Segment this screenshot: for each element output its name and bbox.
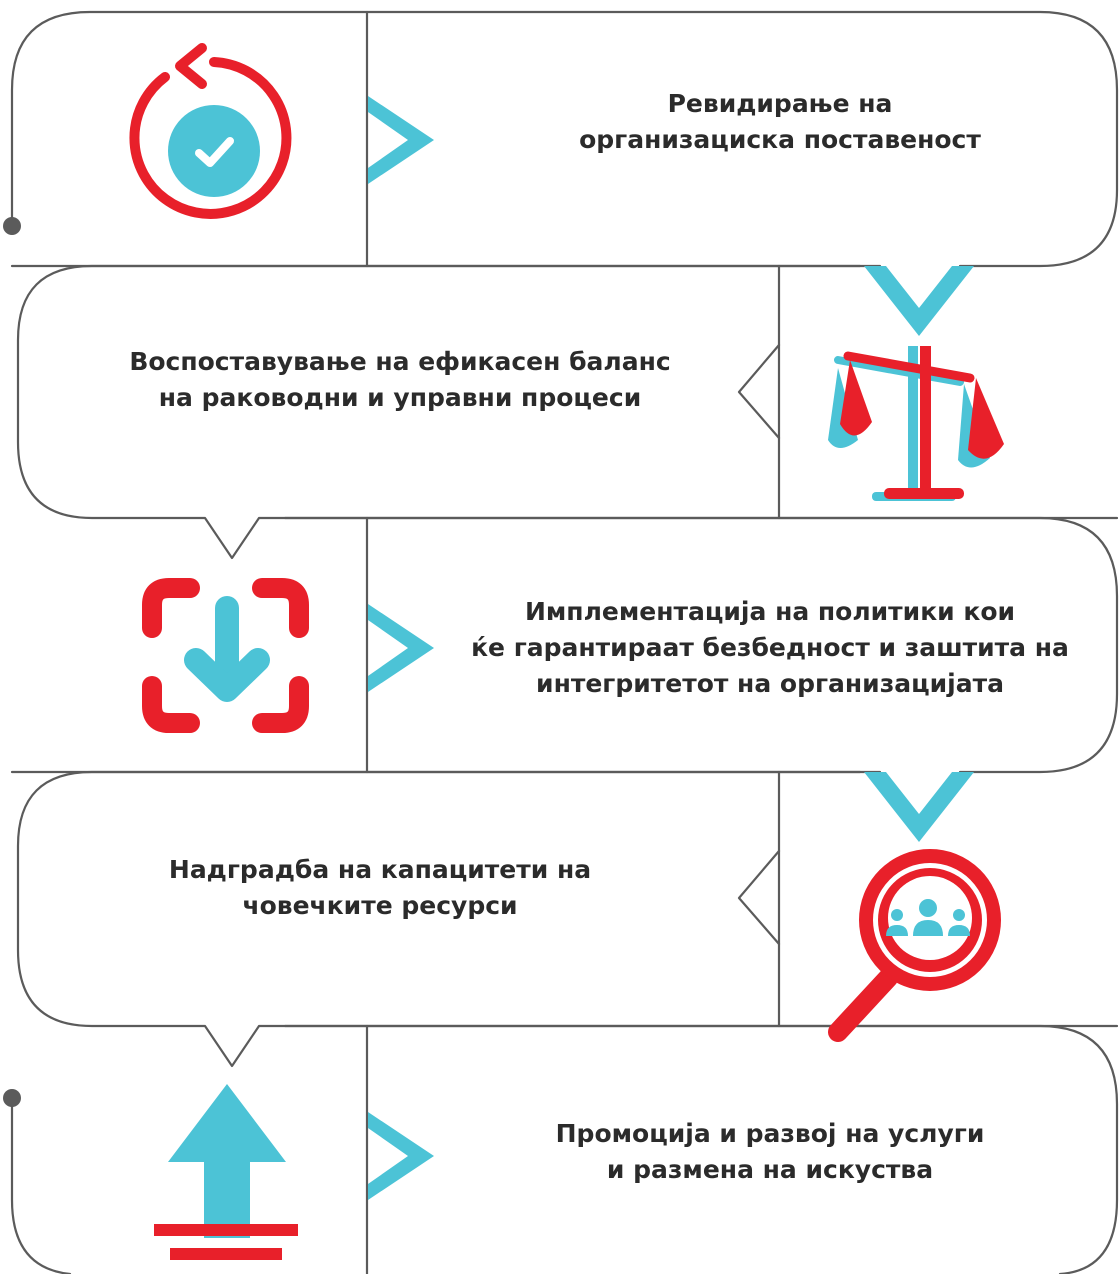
step-1-line: Ревидирање на bbox=[667, 89, 893, 118]
step-5-line: Промоција и развој на услуги bbox=[555, 1119, 985, 1148]
upload-arrow-icon bbox=[154, 1084, 298, 1260]
step-3-line: ќе гарантираат безбедност и заштита на bbox=[471, 633, 1069, 662]
refresh-check-icon bbox=[129, 43, 292, 219]
step-1-text: Ревидирање на организациска поставеност bbox=[500, 86, 1060, 158]
step-5-outline bbox=[283, 1024, 1119, 1274]
notch-row-2 bbox=[737, 343, 781, 440]
step-3-line: интегритетот на организацијата bbox=[536, 669, 1004, 698]
step-4-text: Надградба на капацитети на човечките рес… bbox=[80, 852, 680, 924]
chevron-right-icon bbox=[368, 96, 434, 184]
step-3-text: Имплементација на политики кои ќе гарант… bbox=[440, 594, 1100, 702]
end-dot bbox=[3, 1089, 21, 1107]
step-1-outline bbox=[10, 10, 1119, 268]
step-3-outline bbox=[283, 516, 1119, 774]
step-1-line: организациска поставеност bbox=[579, 125, 981, 154]
step-4-outline bbox=[16, 770, 1119, 1068]
step-2-outline bbox=[16, 264, 1119, 560]
step-2-text: Воспоставување на ефикасен баланс на рак… bbox=[60, 344, 740, 416]
step-2-line: на раководни и управни процеси bbox=[158, 383, 642, 412]
notch-row-4 bbox=[737, 849, 781, 946]
chevron-down-icon bbox=[864, 772, 974, 842]
chevron-down-icon bbox=[864, 266, 974, 336]
step-2-line: Воспоставување на ефикасен баланс bbox=[129, 347, 671, 376]
start-dot bbox=[3, 217, 21, 235]
chevron-right-icon bbox=[368, 604, 434, 692]
step-4-line: човечките ресурси bbox=[242, 891, 518, 920]
step-5-line: и размена на искуства bbox=[606, 1155, 934, 1184]
scales-icon bbox=[828, 346, 1004, 501]
focus-download-icon bbox=[142, 578, 309, 733]
step-3-line: Имплементација на политики кои bbox=[524, 597, 1016, 626]
step-4-line: Надградба на капацитети на bbox=[168, 855, 592, 884]
step-5-text: Промоција и развој на услуги и размена н… bbox=[480, 1116, 1060, 1188]
chevron-right-icon bbox=[368, 1112, 434, 1200]
magnifier-people-icon bbox=[828, 849, 1001, 1042]
step-5-left-outline bbox=[10, 1096, 72, 1274]
